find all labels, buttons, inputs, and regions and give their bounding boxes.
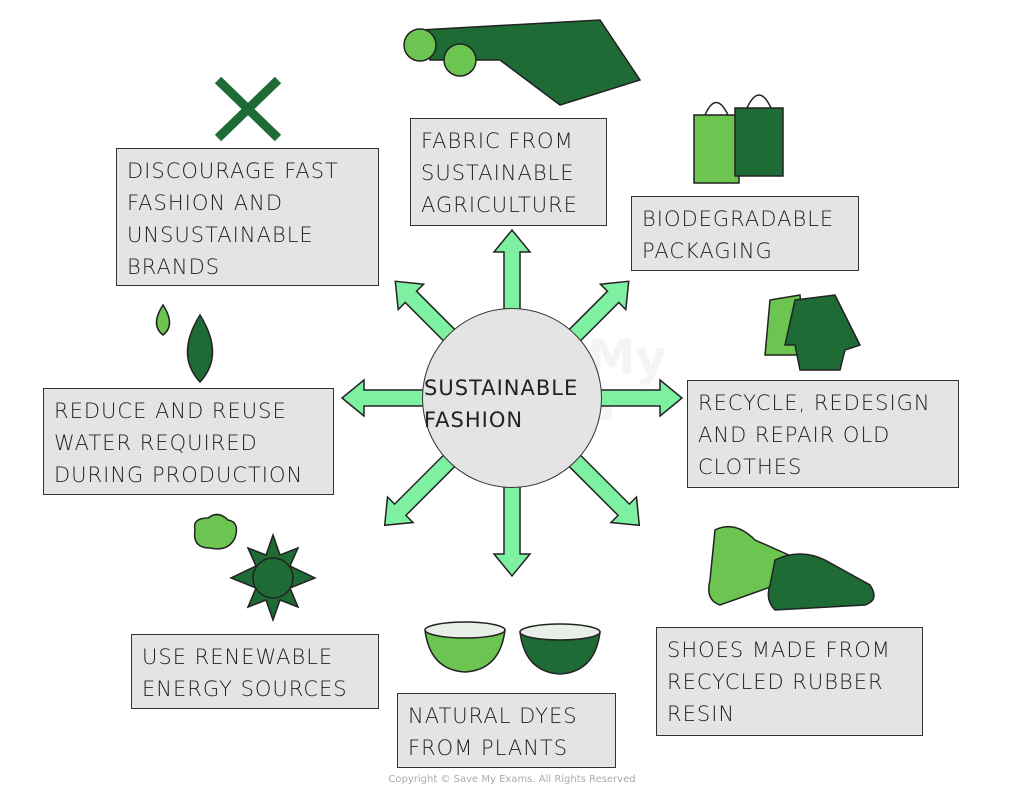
cross-icon [214, 76, 282, 142]
arrow-up-right [561, 280, 630, 349]
arrow-right [591, 378, 684, 418]
arrow-down-right [561, 447, 641, 527]
sneakers-icon [708, 525, 875, 611]
water-droplets-icon [155, 303, 214, 384]
fabric-rolls-icon [403, 19, 642, 106]
clothes-on-hangers-icon [764, 294, 862, 371]
cloud-and-sun-icon [193, 513, 317, 623]
shopping-bags-icon [693, 94, 784, 184]
copyright-notice: Copyright © Save My Exams. All Rights Re… [388, 774, 636, 785]
arrow-down [492, 477, 532, 578]
center-circle [422, 308, 602, 488]
arrow-left [340, 378, 433, 418]
arrow-down-left [383, 447, 463, 527]
dye-bowls-icon [424, 621, 601, 675]
arrow-up [492, 228, 532, 319]
